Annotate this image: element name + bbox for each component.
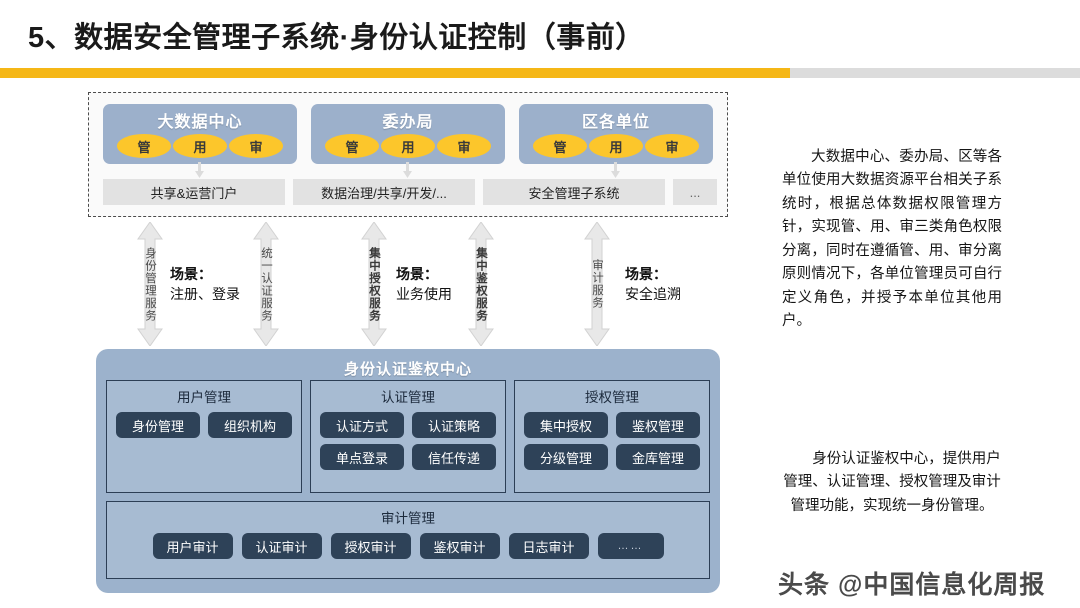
identity-auth-center-panel: 身份认证鉴权中心 用户管理 身份管理 组织机构 认证管理 认证方式 认证策略 单… [96, 349, 720, 593]
service-label-central-authorization: 集中授权服务 [368, 246, 380, 322]
double-arrow-icon [361, 222, 387, 346]
chip-identity-management[interactable]: 身份管理 [116, 412, 200, 438]
org-box-title: 大数据中心 [157, 114, 243, 131]
system-bar-data-governance[interactable]: 数据治理/共享/开发/... [293, 179, 475, 205]
role-pill-manage[interactable]: 管 [117, 134, 171, 158]
down-arrow-icon [611, 162, 620, 178]
chip-grid: 认证方式 认证策略 单点登录 信任传递 [311, 406, 505, 470]
paragraph-text: 大数据中心、委办局、区等各单位使用大数据资源平台相关子系统时，根据总体数据权限管… [782, 149, 1002, 330]
role-pill-use[interactable]: 用 [381, 134, 435, 158]
chip-single-sign-on[interactable]: 单点登录 [320, 444, 404, 470]
organization-group: 大数据中心 管 用 审 委办局 管 用 审 区各单位 管 [88, 92, 728, 217]
service-label-audit: 审计服务 [591, 259, 603, 309]
down-arrow-icon [403, 162, 412, 178]
double-arrow-icon [253, 222, 279, 346]
role-pill-row: 管 用 审 [533, 134, 699, 158]
org-box-title: 委办局 [382, 114, 434, 131]
role-pill-audit[interactable]: 审 [437, 134, 491, 158]
chip-grid: 用户审计 认证审计 授权审计 鉴权审计 日志审计 …… [107, 527, 709, 559]
scenario-heading: 场景： [625, 266, 667, 282]
chip-more-audit[interactable]: …… [597, 533, 664, 559]
double-arrow-icon [584, 222, 610, 346]
title-underline-accent [0, 68, 790, 78]
double-arrow-icon [137, 222, 163, 346]
scenario-business-use: 场景： 业务使用 [396, 264, 452, 305]
group-authentication-management: 认证管理 认证方式 认证策略 单点登录 信任传递 [310, 380, 506, 493]
role-pill-row: 管 用 审 [117, 134, 283, 158]
group-title: 用户管理 [177, 390, 231, 405]
chip-log-audit[interactable]: 日志审计 [508, 533, 589, 559]
scenario-heading: 场景： [396, 266, 438, 282]
role-pill-audit[interactable]: 审 [645, 134, 699, 158]
org-box-committee-bureau[interactable]: 委办局 管 用 审 [311, 104, 505, 164]
chip-trust-delivery[interactable]: 信任传递 [412, 444, 496, 470]
chip-grid: 身份管理 组织机构 [107, 406, 301, 438]
chip-tiered-management[interactable]: 分级管理 [524, 444, 608, 470]
chip-verification-audit[interactable]: 鉴权审计 [419, 533, 500, 559]
paragraph-text: 身份认证鉴权中心，提供用户管理、认证管理、授权管理及审计管理功能，实现统一身份管… [783, 451, 1001, 514]
group-user-management: 用户管理 身份管理 组织机构 [106, 380, 302, 493]
panel-title: 身份认证鉴权中心 [343, 361, 472, 378]
chip-user-audit[interactable]: 用户审计 [152, 533, 233, 559]
chip-central-authorization[interactable]: 集中授权 [524, 412, 608, 438]
watermark: 头条 @中国信息化周报 [778, 571, 1046, 599]
role-pill-manage[interactable]: 管 [533, 134, 587, 158]
scenario-detail: 业务使用 [396, 286, 452, 303]
role-pill-row: 管 用 审 [325, 134, 491, 158]
scenario-detail: 注册、登录 [170, 286, 240, 303]
down-arrow-icon [195, 162, 204, 178]
chip-auth-method[interactable]: 认证方式 [320, 412, 404, 438]
double-arrow-icon [468, 222, 494, 346]
scenario-security-tracing: 场景： 安全追溯 [625, 264, 681, 305]
service-label-unified-auth: 统一认证服务 [260, 246, 272, 322]
scenario-heading: 场景： [170, 266, 212, 282]
service-label-identity-management: 身份管理服务 [144, 246, 156, 322]
description-paragraph-2: 身份认证鉴权中心，提供用户管理、认证管理、授权管理及审计管理功能，实现统一身份管… [782, 448, 1002, 518]
chip-authorization-audit[interactable]: 授权审计 [330, 533, 411, 559]
role-pill-audit[interactable]: 审 [229, 134, 283, 158]
system-bar-security-subsystem[interactable]: 安全管理子系统 [483, 179, 665, 205]
org-box-title: 区各单位 [581, 114, 650, 131]
group-authorization-management: 授权管理 集中授权 鉴权管理 分级管理 金库管理 [514, 380, 710, 493]
org-box-district-units[interactable]: 区各单位 管 用 审 [519, 104, 713, 164]
page-title: 5、数据安全管理子系统·身份认证控制（事前） [28, 22, 645, 54]
scenario-detail: 安全追溯 [625, 286, 681, 303]
role-pill-use[interactable]: 用 [173, 134, 227, 158]
chip-organization[interactable]: 组织机构 [208, 412, 292, 438]
group-audit-management: 审计管理 用户审计 认证审计 授权审计 鉴权审计 日志审计 …… [106, 501, 710, 579]
group-title: 审计管理 [381, 511, 435, 526]
service-flow-layer: 身份管理服务 统一认证服务 集中授权服务 集中鉴权服务 审计服务 场景： 注册、… [0, 222, 1080, 350]
role-pill-use[interactable]: 用 [589, 134, 643, 158]
service-label-central-verification: 集中鉴权服务 [475, 246, 487, 322]
org-box-big-data-center[interactable]: 大数据中心 管 用 审 [103, 104, 297, 164]
chip-verification-management[interactable]: 鉴权管理 [616, 412, 700, 438]
title-underline-track [0, 68, 1080, 78]
group-title: 授权管理 [585, 390, 639, 405]
organization-row: 大数据中心 管 用 审 委办局 管 用 审 区各单位 管 [89, 93, 729, 218]
chip-grid: 集中授权 鉴权管理 分级管理 金库管理 [515, 406, 709, 470]
scenario-register-login: 场景： 注册、登录 [170, 264, 240, 305]
chip-auth-audit[interactable]: 认证审计 [241, 533, 322, 559]
role-pill-manage[interactable]: 管 [325, 134, 379, 158]
system-bar-share-portal[interactable]: 共享&运营门户 [103, 179, 285, 205]
chip-auth-policy[interactable]: 认证策略 [412, 412, 496, 438]
description-paragraph-1: 大数据中心、委办局、区等各单位使用大数据资源平台相关子系统时，根据总体数据权限管… [782, 146, 1002, 334]
chip-vault-management[interactable]: 金库管理 [616, 444, 700, 470]
group-title: 认证管理 [381, 390, 435, 405]
system-bar-more[interactable]: ... [673, 179, 717, 205]
